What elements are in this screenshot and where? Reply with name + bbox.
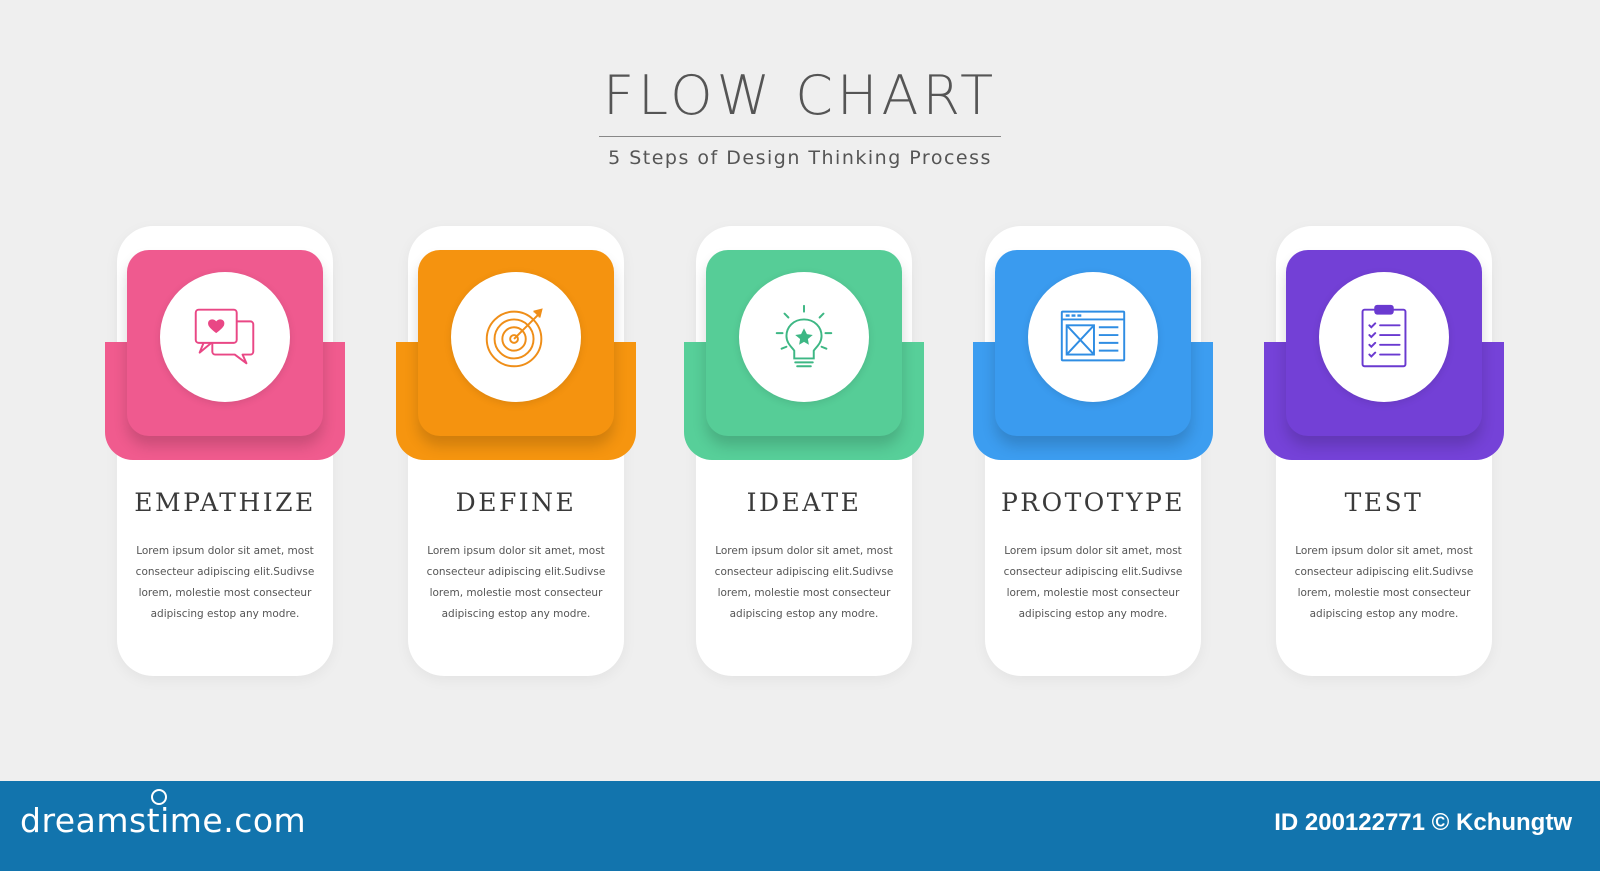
step-card-test: TEST Lorem ipsum dolor sit amet, most co…	[1264, 226, 1504, 676]
step-title: DEFINE	[455, 488, 577, 517]
step-description: Lorem ipsum dolor sit amet, most consect…	[1003, 545, 1183, 620]
step-card-define: DEFINE Lorem ipsum dolor sit amet, most …	[396, 226, 636, 676]
wireframe-icon	[1060, 310, 1126, 362]
brand-logo[interactable]: dreamstime.com	[20, 801, 307, 840]
step-title: IDEATE	[746, 488, 862, 517]
step-description: Lorem ipsum dolor sit amet, most consect…	[1294, 545, 1474, 620]
step-description: Lorem ipsum dolor sit amet, most consect…	[714, 545, 894, 620]
target-icon	[485, 308, 543, 368]
icon-circle	[451, 272, 581, 402]
stock-id: ID 200122771 © Kchungtw	[1274, 809, 1572, 836]
page-subtitle: 5 Steps of Design Thinking Process	[608, 146, 992, 169]
clipboard-checklist-icon	[1361, 304, 1407, 368]
step-description: Lorem ipsum dolor sit amet, most consect…	[135, 545, 315, 620]
icon-circle	[1319, 272, 1449, 402]
page-title: FLOW CHART	[598, 62, 1002, 137]
chat-heart-icon	[194, 308, 255, 365]
footer-bar: dreamstime.com ID 200122771 © Kchungtw	[0, 781, 1600, 871]
header: FLOW CHART 5 Steps of Design Thinking Pr…	[0, 62, 1600, 169]
steps-row: EMPATHIZE Lorem ipsum dolor sit amet, mo…	[105, 226, 1504, 676]
step-card-empathize: EMPATHIZE Lorem ipsum dolor sit amet, mo…	[105, 226, 345, 676]
step-title: TEST	[1344, 488, 1424, 517]
step-title: EMPATHIZE	[134, 488, 316, 517]
lightbulb-icon	[775, 304, 833, 368]
step-card-ideate: IDEATE Lorem ipsum dolor sit amet, most …	[684, 226, 924, 676]
step-card-prototype: PROTOTYPE Lorem ipsum dolor sit amet, mo…	[973, 226, 1213, 676]
brand-spiral-icon	[151, 789, 167, 805]
icon-circle	[739, 272, 869, 402]
step-title: PROTOTYPE	[1000, 488, 1186, 517]
icon-circle	[1028, 272, 1158, 402]
icon-circle	[160, 272, 290, 402]
step-description: Lorem ipsum dolor sit amet, most consect…	[426, 545, 606, 620]
